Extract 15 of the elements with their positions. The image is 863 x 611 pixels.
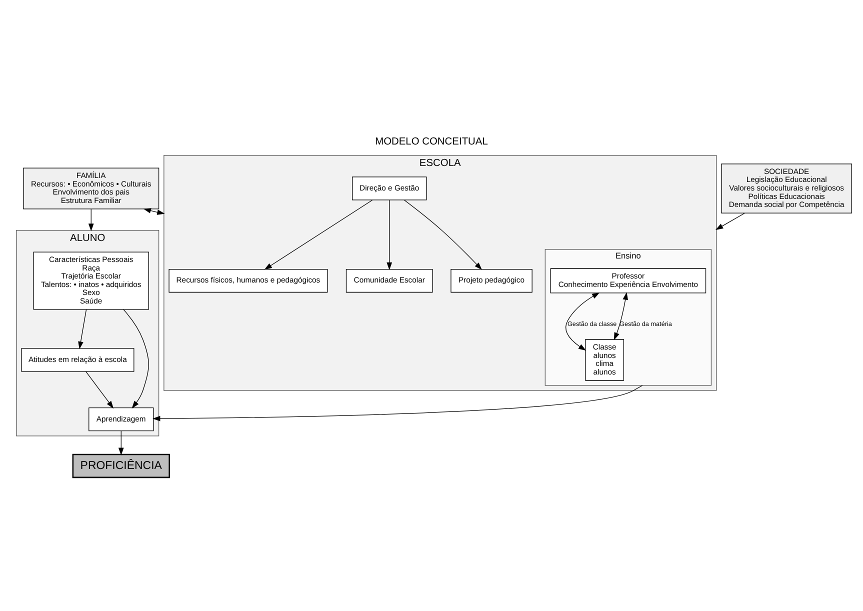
arrow [566, 292, 600, 351]
arrow [152, 385, 643, 422]
arrow [78, 309, 87, 350]
node-box: PROFICIÊNCIA [72, 454, 170, 478]
arrow [386, 200, 392, 270]
arrow [123, 309, 149, 408]
arrow [264, 200, 373, 270]
arrow [86, 371, 114, 409]
diagram-title: MODELO CONCEITUAL [375, 136, 488, 148]
arrow [614, 292, 628, 340]
arrow [715, 212, 746, 230]
arrow [404, 200, 482, 270]
arrow [143, 208, 165, 215]
arrow [88, 208, 94, 232]
arrow [118, 430, 124, 456]
